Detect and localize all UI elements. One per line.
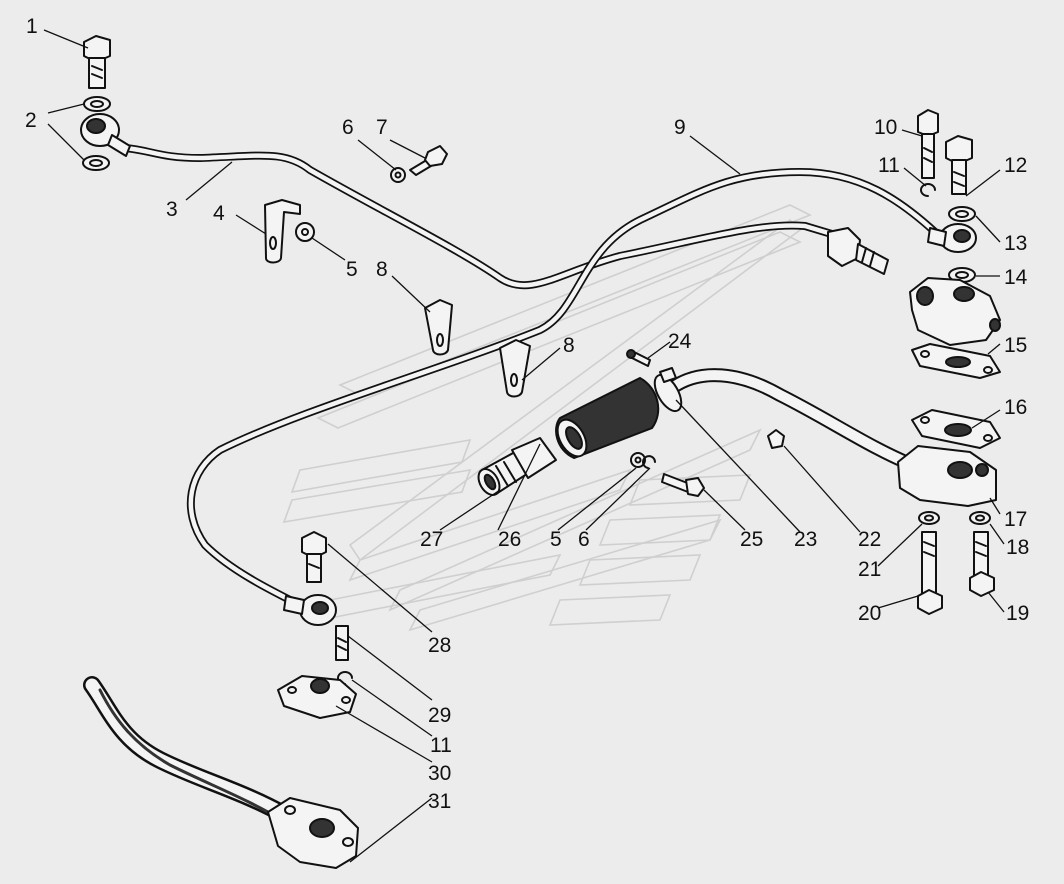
washer-18 (969, 511, 991, 525)
screw-24 (626, 349, 651, 367)
callout-5: 5 (346, 258, 358, 281)
callout-21: 21 (858, 558, 881, 581)
watermark-logo (282, 204, 812, 632)
callout-20: 20 (858, 602, 881, 625)
callout-6-center: 6 (578, 528, 590, 551)
clip-8-upper (424, 299, 453, 356)
washer-2 (82, 96, 111, 171)
hose-clamp (653, 367, 683, 413)
flange-30 (277, 675, 357, 719)
leader-lines (43, 29, 1005, 863)
banjo-bolt-28 (301, 531, 327, 583)
callout-28: 28 (428, 634, 451, 657)
callout-11-lower: 11 (430, 734, 452, 757)
bolt-19 (969, 531, 995, 597)
bolt-29 (335, 625, 349, 661)
clip-8-lower (499, 339, 531, 398)
callout-11-upper: 11 (878, 154, 900, 177)
bolt-10 (917, 109, 939, 179)
callout-10: 10 (874, 116, 897, 139)
callout-12: 12 (1004, 154, 1027, 177)
callout-24: 24 (668, 330, 692, 353)
callout-1: 1 (26, 15, 38, 38)
oil-pipe-9 (186, 168, 939, 609)
flange-17 (897, 445, 997, 507)
callout-27: 27 (420, 528, 443, 551)
drain-pipe-31 (83, 676, 294, 824)
callout-8-upper: 8 (376, 258, 388, 281)
callout-labels: 1 2 3 4 5 6 7 8 8 9 10 11 12 13 14 15 16… (25, 15, 1029, 813)
callout-15: 15 (1004, 334, 1027, 357)
bolt-7 (409, 145, 448, 176)
callout-26: 26 (498, 528, 521, 551)
callout-31: 31 (428, 790, 451, 813)
callout-8-lower: 8 (563, 334, 575, 357)
lock-washer-6-center (642, 455, 656, 469)
callout-29: 29 (428, 704, 451, 727)
callout-3: 3 (166, 198, 178, 221)
washer-21 (918, 511, 940, 525)
lock-washer-11 (920, 183, 936, 197)
callout-19: 19 (1006, 602, 1029, 625)
oil-pipe-3 (121, 144, 839, 290)
callout-6: 6 (342, 116, 354, 139)
callout-17: 17 (1004, 508, 1027, 531)
lock-washer-6 (390, 167, 406, 183)
banjo-fitting-right (927, 223, 977, 253)
pipe-fitting-right (827, 227, 889, 275)
callout-25: 25 (740, 528, 763, 551)
washer-13 (948, 206, 976, 283)
bolt-20 (917, 531, 943, 615)
callout-9: 9 (674, 116, 686, 139)
callout-16: 16 (1004, 396, 1027, 419)
adapter-body-14 (909, 277, 1001, 346)
banjo-fitting-lower (283, 594, 337, 626)
clip-4 (264, 199, 301, 264)
gasket-15 (911, 343, 1001, 379)
union-fitting-27 (477, 437, 557, 496)
drain-flange-31 (267, 797, 359, 869)
banjo-bolt-1 (83, 35, 111, 89)
banjo-bolt-12 (945, 135, 973, 195)
callout-18: 18 (1006, 536, 1029, 559)
banjo-fitting-left (80, 113, 131, 157)
bolt-25 (661, 473, 705, 497)
callout-4: 4 (213, 202, 225, 225)
callout-23: 23 (794, 528, 817, 551)
callout-5-center: 5 (550, 528, 562, 551)
hose-26 (555, 376, 660, 460)
washer-5-center (630, 452, 646, 468)
oil-pipe-23 (665, 368, 922, 473)
callout-13: 13 (1004, 232, 1027, 255)
callout-22: 22 (858, 528, 881, 551)
callout-30: 30 (428, 762, 451, 785)
gasket-16 (911, 409, 1001, 449)
callout-2: 2 (25, 109, 37, 132)
callout-14: 14 (1004, 266, 1028, 289)
callout-7: 7 (376, 116, 388, 139)
nut-22 (767, 429, 785, 449)
washer-5 (295, 222, 315, 242)
